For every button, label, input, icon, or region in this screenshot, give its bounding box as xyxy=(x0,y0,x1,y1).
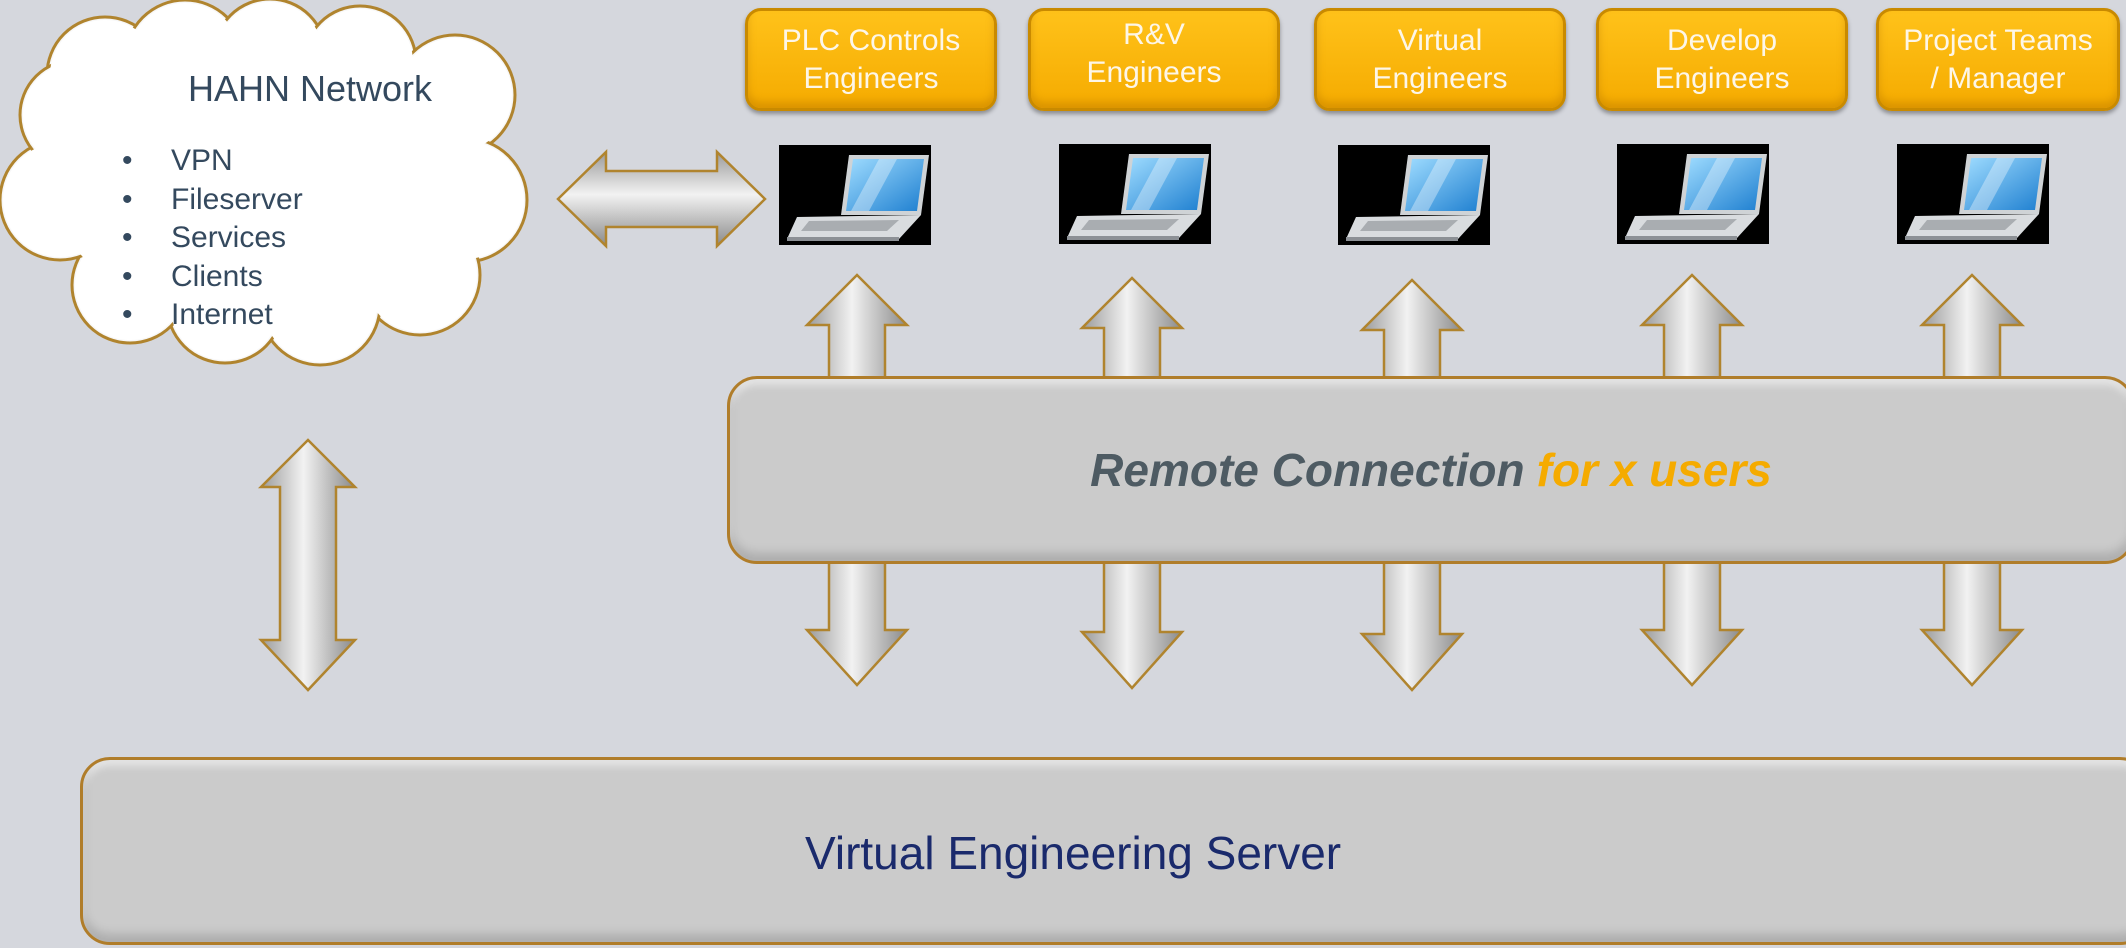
cloud-item: Fileserver xyxy=(122,181,303,220)
role-label: Virtual Engineers xyxy=(1372,23,1508,95)
role-label: PLC Controls Engineers xyxy=(781,23,961,95)
laptop-icon xyxy=(1059,144,1211,244)
role-box-develop: Develop Engineers xyxy=(1596,8,1848,111)
down-arrows xyxy=(804,560,2025,692)
role-label: Project Teams / Manager xyxy=(1903,23,2093,95)
cloud-title: HAHN Network xyxy=(188,68,433,109)
role-box-project-teams: Project Teams / Manager xyxy=(1876,8,2120,111)
up-arrow-icon xyxy=(803,273,911,382)
remote-connection-label: Remote Connection xyxy=(1090,444,1525,496)
up-arrow-icon xyxy=(1918,273,2026,382)
double-arrow-icon xyxy=(556,149,767,249)
role-label: R&V Engineers xyxy=(1086,17,1222,89)
remote-connection-box: Remote Connection for x users xyxy=(727,376,2126,564)
role-box-plc-controls: PLC Controls Engineers xyxy=(745,8,997,111)
up-arrow-icon xyxy=(1358,278,1466,382)
cloud-item: Internet xyxy=(122,296,303,335)
server-label: Virtual Engineering Server xyxy=(805,827,1342,879)
down-arrow-icon xyxy=(1079,560,1185,690)
cloud-item: Services xyxy=(122,219,303,258)
cloud-item-list: VPN Fileserver Services Clients Internet xyxy=(122,142,303,335)
virtual-engineering-server-box xyxy=(80,757,2126,945)
cloud-item: Clients xyxy=(122,258,303,297)
double-arrow-icon xyxy=(257,438,359,692)
laptop-icon xyxy=(779,145,931,245)
role-box-rv: R&V Engineers xyxy=(1028,8,1280,111)
laptop-icon xyxy=(1617,144,1769,244)
laptop-icon xyxy=(1897,144,2049,244)
down-arrow-icon xyxy=(1359,560,1465,692)
up-arrow-icon xyxy=(1078,276,1186,382)
up-arrows xyxy=(803,273,2026,382)
remote-connection-accent: for x users xyxy=(1536,444,1772,496)
down-arrow-icon xyxy=(1919,560,2025,687)
cloud-item: VPN xyxy=(122,142,303,181)
role-label: Develop Engineers xyxy=(1654,23,1790,95)
down-arrow-icon xyxy=(804,560,910,687)
up-arrow-icon xyxy=(1638,273,1746,382)
laptop-icon xyxy=(1338,145,1490,245)
down-arrow-icon xyxy=(1639,560,1745,687)
role-box-virtual: Virtual Engineers xyxy=(1314,8,1566,111)
